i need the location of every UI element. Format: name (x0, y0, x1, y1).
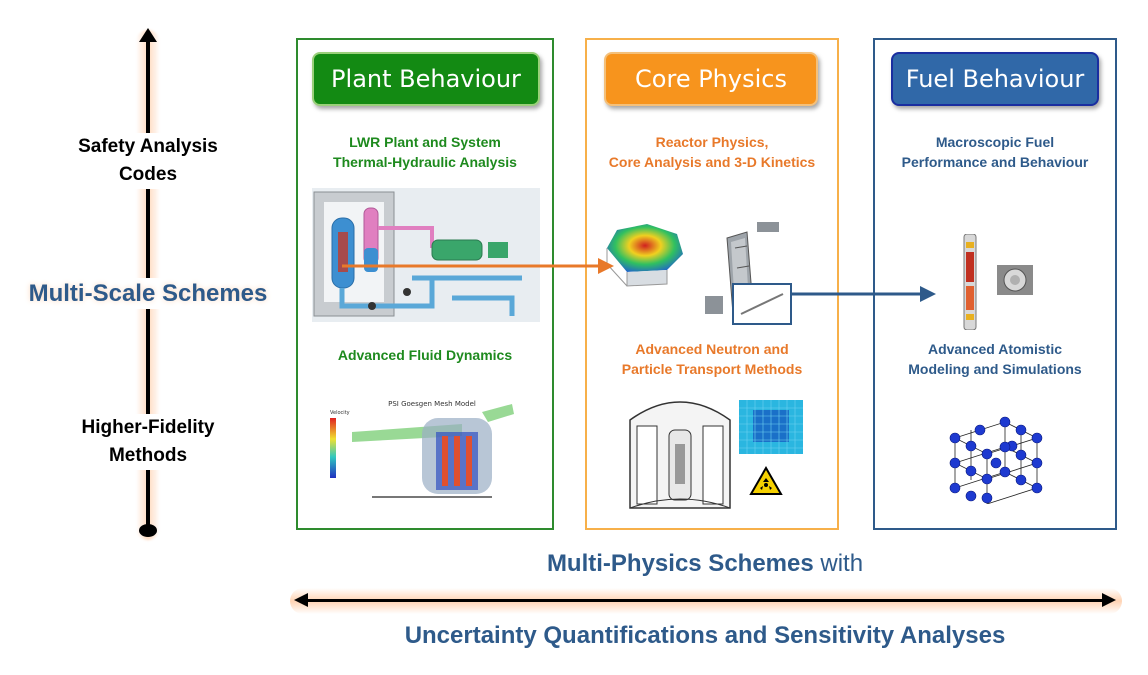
plant-to-core-arrow (342, 258, 614, 274)
multi-physics-bold: Multi-Physics Schemes (546, 550, 814, 577)
arrow-left-icon (294, 593, 308, 607)
arrow-up-icon (139, 28, 157, 42)
axis-top-label: Safety Analysis Codes (60, 133, 236, 189)
fuel-lower-caption: Advanced Atomistic Modeling and Simulati… (875, 339, 1115, 379)
cfd-image-title: PSI Goesgen Mesh Model (388, 400, 476, 408)
core-lower-caption-line2: Particle Transport Methods (621, 361, 803, 377)
radiation-warning-icon (749, 466, 783, 495)
core-physics-title: Core Physics (604, 52, 818, 106)
plant-behaviour-title: Plant Behaviour (312, 52, 540, 106)
transport-mesh-image (739, 400, 803, 454)
fuel-lower-caption-line1: Advanced Atomistic (927, 341, 1063, 357)
atomic-lattice-image (949, 416, 1043, 504)
horizontal-axis-line (306, 599, 1104, 602)
plant-schematic-image (312, 188, 540, 322)
fuel-behaviour-title: Fuel Behaviour (891, 52, 1099, 106)
axis-top-label-line2: Codes (118, 164, 178, 185)
plant-upper-caption-line2: Thermal-Hydraulic Analysis (333, 154, 517, 170)
axis-bottom-label-line1: Higher-Fidelity (81, 417, 215, 438)
core-physics-panel: Core Physics Reactor Physics, Core Analy… (585, 38, 839, 530)
fuel-upper-caption-line1: Macroscopic Fuel (935, 134, 1055, 150)
uncertainty-caption: Uncertainty Quantifications and Sensitiv… (404, 622, 1006, 649)
fuel-rod-image (963, 234, 977, 330)
fuel-upper-caption: Macroscopic Fuel Performance and Behavio… (875, 132, 1115, 172)
fuel-lower-caption-line2: Modeling and Simulations (908, 361, 1082, 377)
plant-upper-caption-line1: LWR Plant and System (349, 134, 501, 150)
plant-lower-caption: Advanced Fluid Dynamics (337, 347, 513, 363)
axis-bottom-label-line2: Methods (108, 445, 188, 466)
cfd-mesh-image: PSI Goesgen Mesh Model Velocity (312, 392, 540, 508)
axis-end-dot-icon (139, 524, 157, 537)
arrow-right-icon (1102, 593, 1116, 607)
core-to-fuel-arrow (792, 286, 936, 302)
plant-behaviour-panel: Plant Behaviour LWR Plant and System The… (296, 38, 554, 530)
axis-bottom-label: Higher-Fidelity Methods (60, 414, 236, 470)
fuel-upper-caption-line2: Performance and Behaviour (901, 154, 1089, 170)
core-upper-caption-line2: Core Analysis and 3-D Kinetics (608, 154, 816, 170)
multi-physics-caption: Multi-Physics Schemes with (296, 550, 1114, 578)
fuel-behaviour-panel: Fuel Behaviour Macroscopic Fuel Performa… (873, 38, 1117, 530)
multi-scale-label: Multi-Scale Schemes (0, 278, 296, 309)
core-lower-caption-line1: Advanced Neutron and (635, 341, 789, 357)
multi-physics-rest: with (813, 550, 864, 577)
plant-upper-caption: LWR Plant and System Thermal-Hydraulic A… (298, 132, 552, 172)
axis-top-label-line1: Safety Analysis (78, 136, 218, 157)
cfd-scale-label: Velocity (330, 410, 350, 416)
core-upper-caption-line1: Reactor Physics, (655, 134, 769, 150)
reactor-building-image (625, 390, 735, 510)
fuel-pellet-image (997, 265, 1033, 295)
fuel-assembly-image (697, 218, 797, 326)
core-lower-caption: Advanced Neutron and Particle Transport … (587, 339, 837, 379)
multi-scale-text: Multi-Scale Schemes (24, 278, 272, 309)
core-upper-caption: Reactor Physics, Core Analysis and 3-D K… (587, 132, 837, 172)
